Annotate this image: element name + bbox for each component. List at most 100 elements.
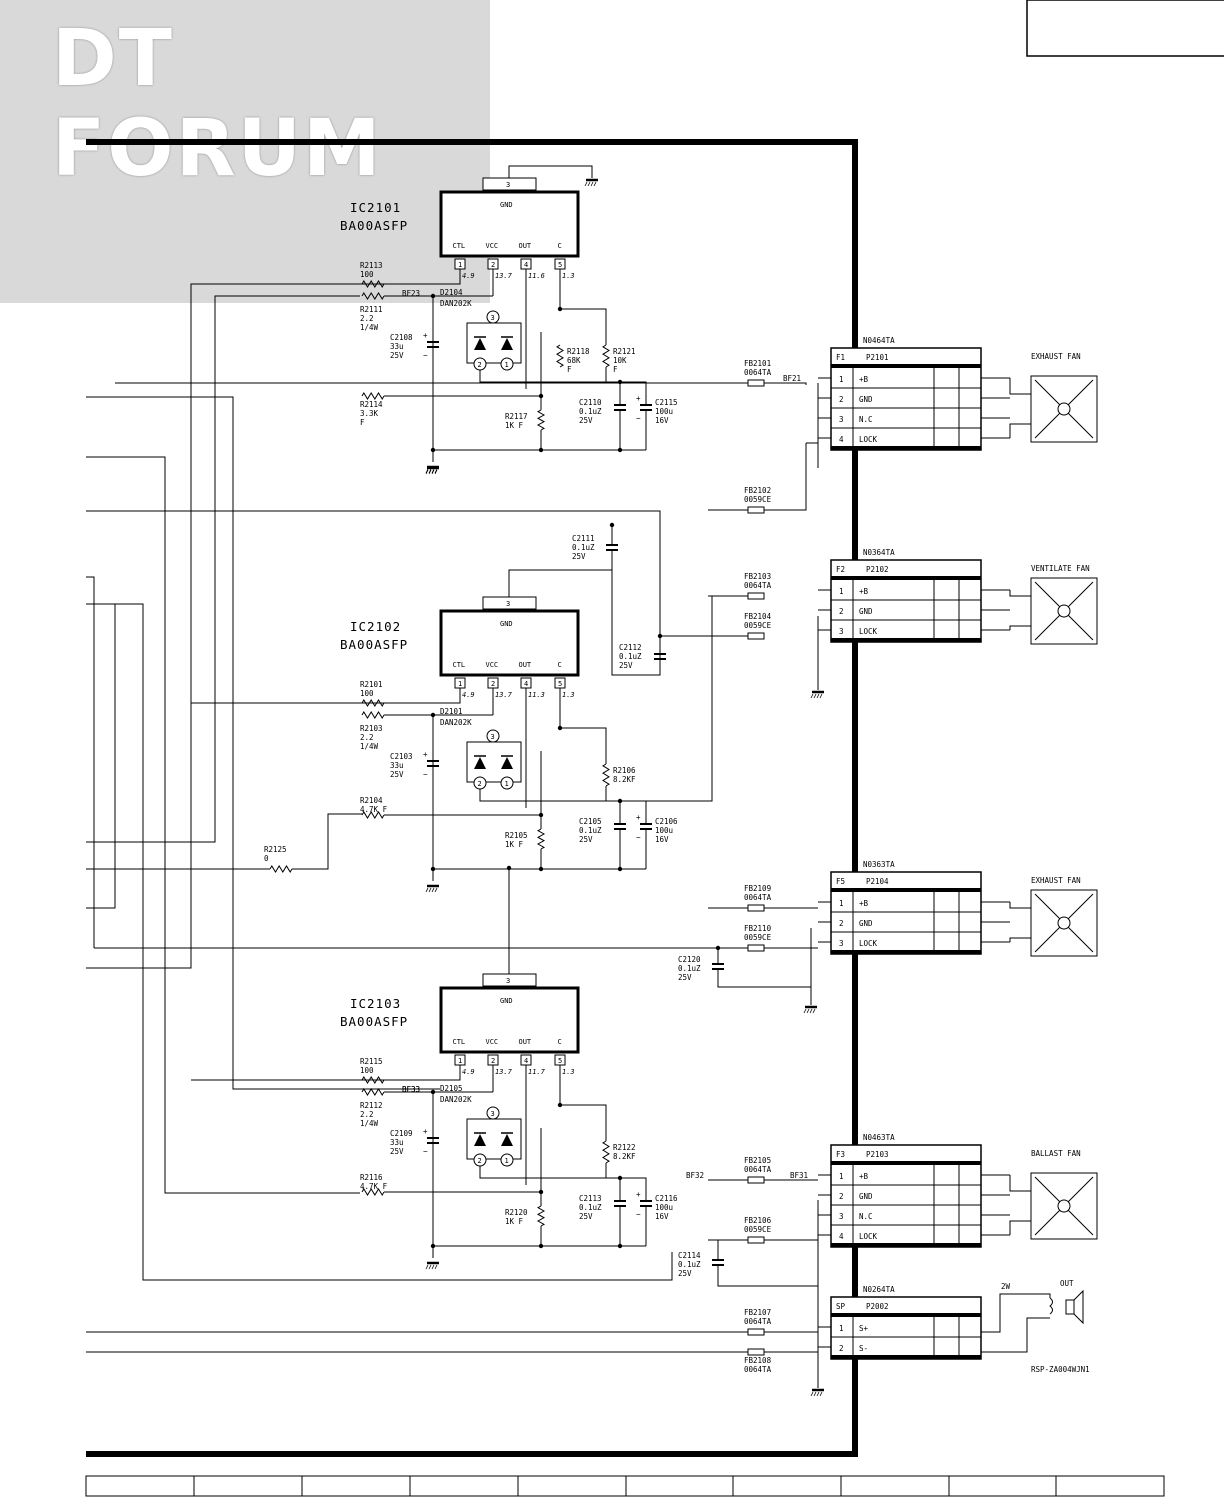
resistor-label: 4.7K F (360, 1182, 388, 1191)
wire (717, 1265, 818, 1287)
diode-icon (501, 338, 513, 350)
diode-pin-number: 2 (478, 361, 482, 369)
net-label: BF21 (783, 374, 801, 383)
ic-pin-number: 4 (524, 1057, 528, 1065)
junction-dot (617, 866, 623, 872)
connector-tag: SP (836, 1302, 846, 1311)
ferrite-bead-icon (747, 1176, 765, 1184)
ic-pin-label: VCC (486, 242, 499, 250)
ferrite-beads: FB21010064TAFB21020059CEFB21030064TAFB21… (708, 359, 772, 1374)
title-block-corner (1026, 0, 1224, 57)
resistor-label: R2112 (360, 1101, 383, 1110)
capacitor-label: C2109 (390, 1129, 413, 1138)
fan-hub (1057, 402, 1071, 416)
wire (620, 595, 764, 802)
ground-hatch (425, 1264, 429, 1270)
ground-hatch (819, 693, 823, 699)
capacitor-label: C2105 (579, 817, 602, 826)
bottom-grid-ticks (193, 1476, 1057, 1496)
net-label: BF23 (402, 289, 420, 298)
capacitor-label: 0.1uZ (678, 964, 701, 973)
connector-pin-number: 4 (839, 1232, 844, 1241)
diode-pin-number: 1 (505, 780, 509, 788)
ferrite-label: FB2104 (744, 612, 772, 621)
ferrite-label: 0064TA (744, 1165, 772, 1174)
resistor-label: R2116 (360, 1173, 383, 1182)
resistor-label: 100 (360, 689, 374, 698)
connector-reference: P2002 (866, 1302, 889, 1311)
ferrite-label: 0059CE (744, 495, 772, 504)
resistor-label: 1K F (505, 421, 524, 430)
connector-part: N0363TA (863, 860, 895, 869)
ferrite-label: FB2108 (744, 1356, 772, 1365)
diode-reference: D2104 (440, 288, 463, 297)
connector-pin-number: 1 (839, 899, 844, 908)
ic-reference: IC2103 (350, 996, 401, 1011)
resistor-symbol (602, 344, 610, 368)
ferrite-label: 0059CE (744, 1225, 772, 1234)
ic-pin-number: 2 (491, 261, 495, 269)
ic-pin-number: 1 (458, 1057, 462, 1065)
capacitor-label: 33u (390, 761, 404, 770)
junction-dot (617, 1243, 623, 1249)
junction-dot (538, 812, 544, 818)
diode-pin-circle (486, 1106, 500, 1120)
ic-pin-label: VCC (486, 661, 499, 669)
junction-dot (430, 1243, 436, 1249)
resistor-label: 1/4W (360, 323, 379, 332)
connector-pin-name: GND (859, 395, 873, 404)
capacitor-label: 25V (579, 416, 593, 425)
connector-tag: F5 (836, 877, 845, 886)
resistor-label: 1K F (505, 1217, 524, 1226)
ic-pin-number: 2 (491, 680, 495, 688)
junction-dot (538, 1189, 544, 1195)
connector-pin-name: +B (859, 375, 869, 384)
ground-hatch (813, 693, 817, 699)
ferrite-label: 0064TA (744, 1365, 772, 1374)
diode-pin-circle (486, 729, 500, 743)
connector-pin-number: 3 (839, 415, 844, 424)
diode-pin-number: 3 (491, 733, 495, 741)
speaker-power: 2W (1001, 1282, 1011, 1291)
diode-return (479, 789, 620, 802)
ground-hatch (428, 887, 432, 893)
c-wire (620, 800, 647, 824)
pin-voltage: 1.3 (562, 691, 575, 699)
capacitor-label: 25V (390, 1147, 404, 1156)
pin-voltage: 11.7 (528, 1068, 546, 1076)
wire (611, 570, 661, 676)
ground-hatch (434, 887, 438, 893)
resistor-symbol (602, 1140, 610, 1164)
polarity-mark: + (636, 1190, 641, 1199)
ic-pin-number: 3 (506, 181, 510, 189)
device-label: EXHAUST FAN (1031, 876, 1081, 885)
polarity-mark: − (423, 1147, 428, 1156)
connector-tag: F2 (836, 565, 845, 574)
logo-text: DT FORUM (52, 14, 383, 194)
regulator-ic2102: IC2102BA00ASFP3GNDCTL14.9VCC213.7OUT411.… (191, 596, 678, 893)
capacitor-label: C2116 (655, 1194, 678, 1203)
resistor-symbol (556, 344, 564, 368)
ground-hatch (431, 1264, 435, 1270)
ground-hatch (816, 693, 820, 699)
ic-pin-number: 3 (506, 977, 510, 985)
ferrite-bead-icon (747, 944, 765, 952)
connector-pin-name: GND (859, 607, 873, 616)
connector-reference: P2104 (866, 877, 889, 886)
ground-hatch (816, 1391, 820, 1397)
connector-pin-number: 1 (839, 1172, 844, 1181)
polarity-mark: + (423, 750, 428, 759)
fan-lead (1009, 423, 1031, 438)
connector-part: N0464TA (863, 336, 895, 345)
resistor-label: F (360, 418, 365, 427)
resistor-symbol (536, 1205, 546, 1227)
capacitor-label: 0.1uZ (619, 652, 642, 661)
ic-pin-number: 4 (524, 261, 528, 269)
bottom-grid-strip (85, 1475, 1165, 1497)
ferrite-label: FB2102 (744, 486, 771, 495)
connector-pin-number: 2 (839, 1192, 844, 1201)
ground-hatch (810, 1391, 814, 1397)
ground-hatch (434, 469, 438, 475)
pin-voltage: 4.9 (462, 691, 475, 699)
ground-hatch (803, 1008, 807, 1014)
